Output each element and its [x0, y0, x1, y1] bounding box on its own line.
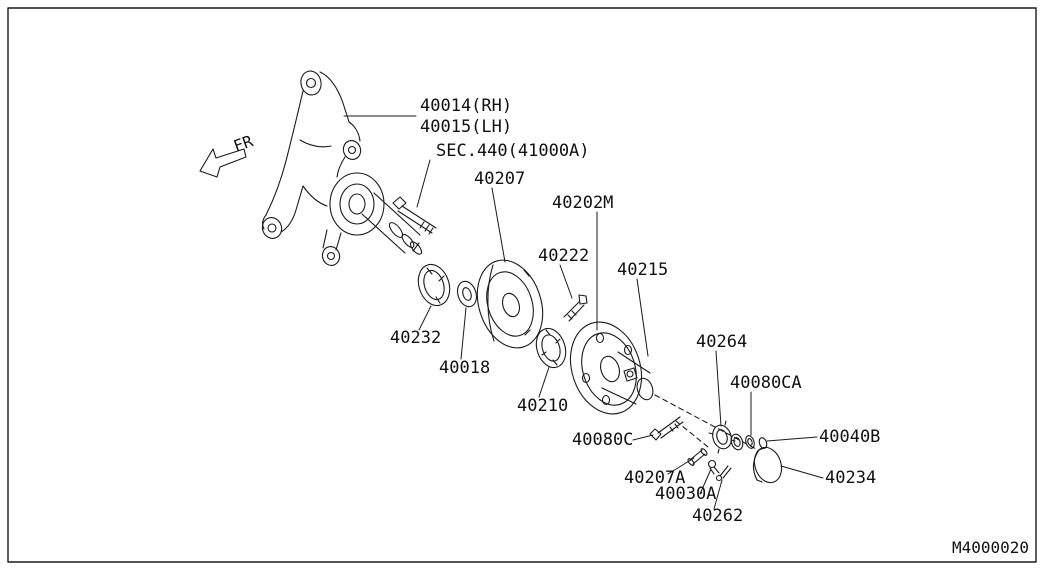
- lock-bolt-art: [649, 416, 684, 441]
- drawing-number: M4000020: [952, 538, 1029, 557]
- washer-art: [456, 280, 478, 308]
- part-label-40080c: 40080C: [572, 430, 633, 450]
- spindle-art: [361, 192, 423, 255]
- part-label-40018: 40018: [439, 358, 490, 378]
- diagram-border: [7, 7, 1037, 563]
- part-label-40264: 40264: [696, 332, 747, 352]
- part-label-40014-rh: 40014(RH): [420, 96, 512, 116]
- part-label-sec440: SEC.440(41000A): [436, 141, 590, 161]
- nut-art: [758, 437, 768, 449]
- part-label-40215: 40215: [617, 260, 668, 280]
- fr-direction-arrow: [199, 148, 247, 178]
- part-label-40234: 40234: [825, 468, 876, 488]
- leader-lines: [343, 115, 824, 510]
- part-label-40210: 40210: [517, 396, 568, 416]
- steering-knuckle-art: [261, 70, 385, 266]
- part-label-40207: 40207: [474, 169, 525, 189]
- part-label-40207a: 40207A: [624, 468, 685, 488]
- hub-art: [570, 321, 654, 415]
- hub-cap-art: [752, 446, 783, 484]
- grease-seal-art: [417, 263, 451, 307]
- part-label-40030a: 40030A: [655, 484, 716, 504]
- part-label-40222: 40222: [538, 246, 589, 266]
- stud-art: [687, 448, 708, 466]
- splash-shield-art: [476, 259, 544, 349]
- part-label-40202m: 40202M: [552, 193, 613, 213]
- part-label-40040b: 40040B: [819, 427, 880, 447]
- assembly-axis-dashed-line: [654, 394, 759, 451]
- part-label-40262: 40262: [692, 506, 743, 526]
- part-label-40232: 40232: [390, 328, 441, 348]
- cotter-pin-art: [715, 465, 732, 482]
- spacer-art: [730, 433, 744, 451]
- wheel-bearing-art: [535, 327, 567, 369]
- part-label-40015-lh: 40015(LH): [420, 117, 512, 137]
- hub-bolt-art: [563, 294, 588, 322]
- arrow-outline-icon: [199, 148, 247, 178]
- adjust-cap-art: [745, 435, 755, 449]
- part-label-40080ca: 40080CA: [730, 373, 802, 393]
- kingpin-bolt-art: [392, 196, 437, 235]
